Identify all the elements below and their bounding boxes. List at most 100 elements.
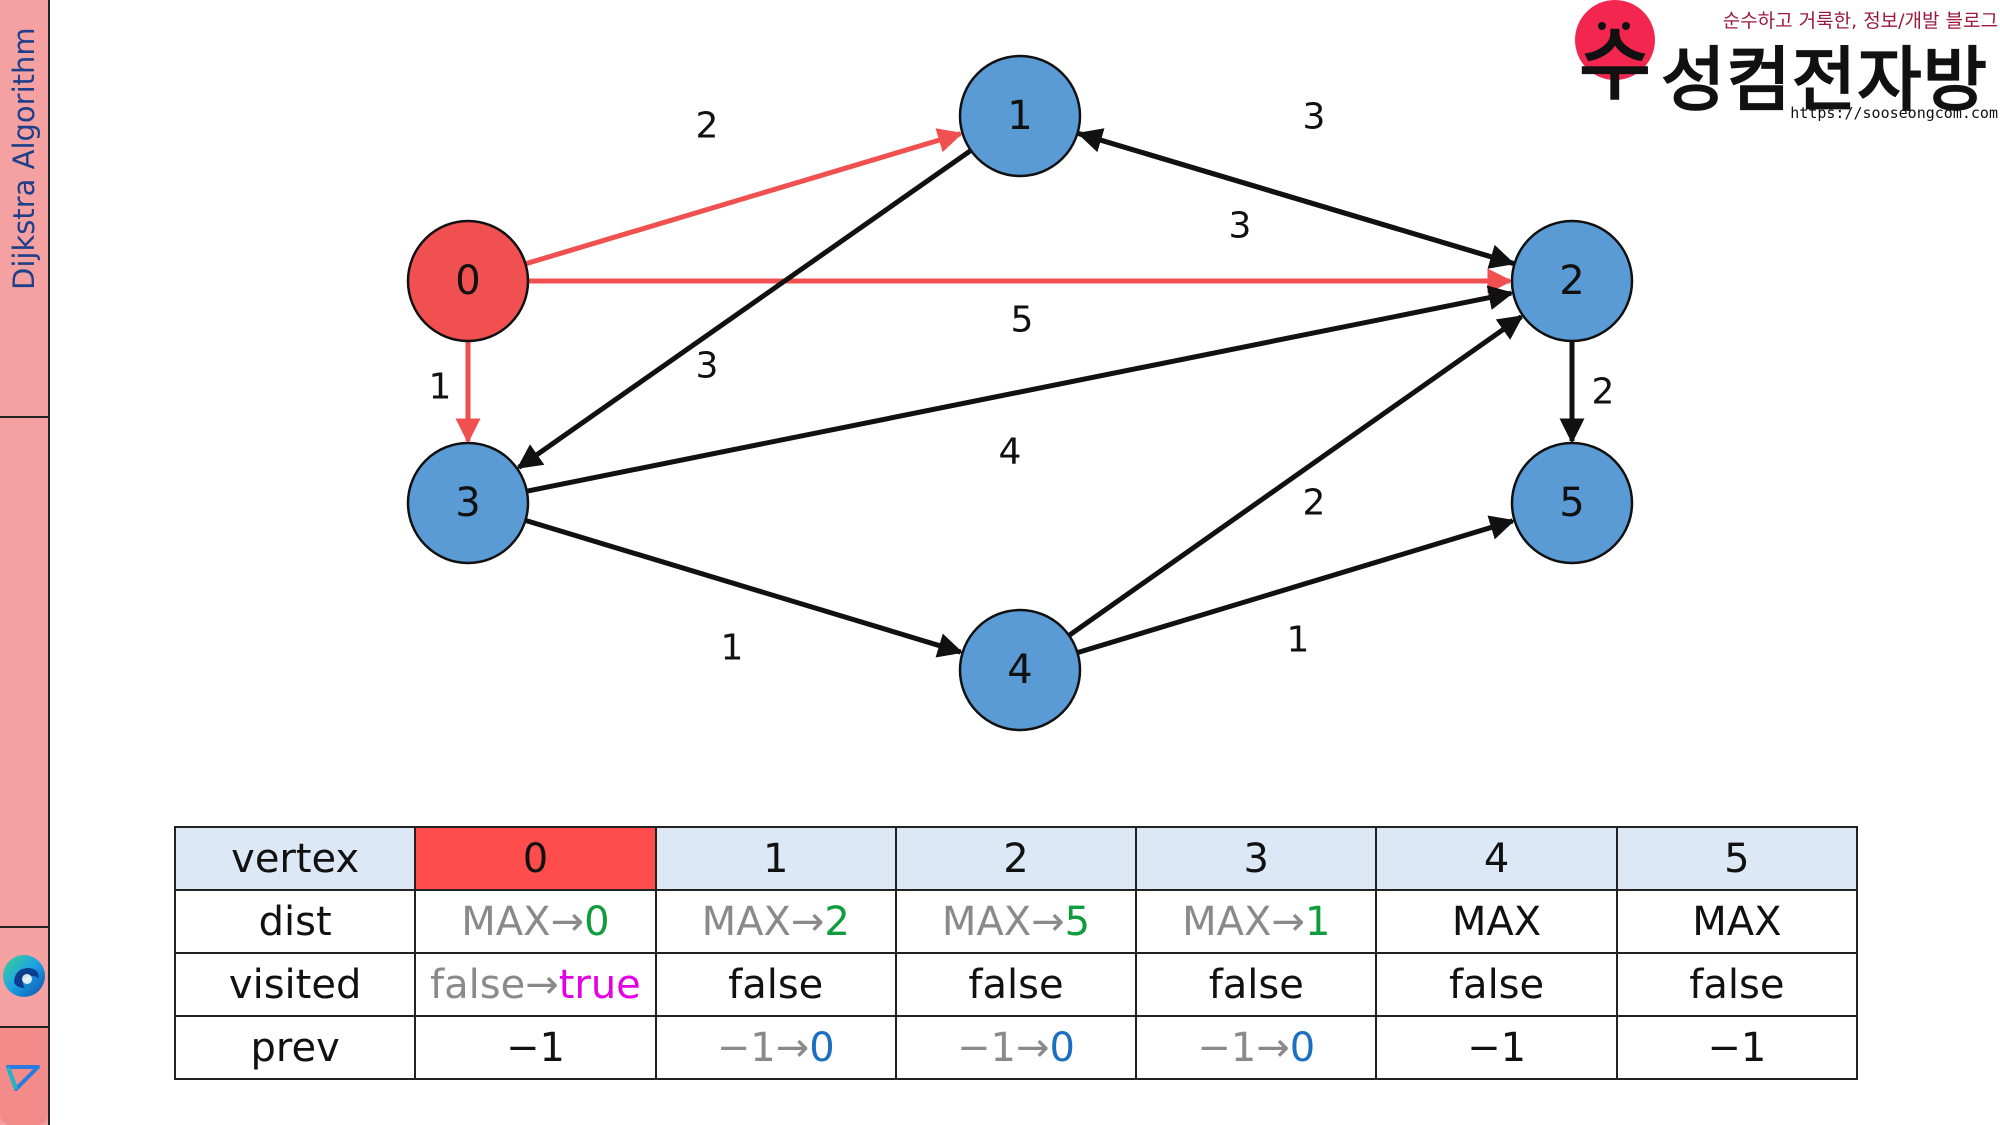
- vertex-cell-0: 0: [414, 826, 657, 891]
- node-label-0: 0: [455, 258, 480, 304]
- dist-cell-0: MAX→0: [414, 889, 657, 954]
- edge-browser-icon[interactable]: [0, 926, 48, 1028]
- brand-tagline: 순수하고 거룩한, 정보/개발 블로그: [1722, 10, 1998, 32]
- edge-weight-2-1: 3: [1229, 206, 1252, 247]
- row-label-vertex: vertex: [173, 826, 417, 891]
- node-5: 5: [1510, 441, 1634, 565]
- logo-letter: 수: [1579, 21, 1651, 111]
- graph-diagram: 2 5 1 3 3 3 4 2 1 2 10 1 2 3 4 5: [406, 54, 1634, 732]
- dist-new-0: 0: [584, 898, 610, 945]
- edge-1-3: [516, 148, 973, 470]
- visited-cell-1: false: [654, 952, 897, 1017]
- edge-weight-0-3: 1: [429, 367, 452, 408]
- dist-cell-5: MAX: [1615, 889, 1859, 954]
- edge-3-4: [524, 517, 964, 658]
- node-circle-1: [958, 54, 1082, 178]
- edge-3-2: [526, 285, 1514, 494]
- edge-weight-4-2: 2: [1303, 483, 1326, 524]
- node-circle-5: [1510, 441, 1634, 565]
- dist-cell-1: MAX→2: [654, 889, 897, 954]
- visited-cell-2: false: [894, 952, 1138, 1017]
- dist-arrow-1: →: [790, 898, 825, 945]
- dist-old-2: MAX: [941, 898, 1032, 945]
- visited-new-0: true: [558, 961, 641, 1008]
- nodes-layer: 0 1 2 3 4 5: [406, 54, 1634, 732]
- dist-arrow-2: →: [1031, 898, 1065, 945]
- node-circle-4: [958, 608, 1082, 732]
- dist-new-3: 1: [1304, 898, 1331, 945]
- dist-old-1: MAX: [701, 898, 791, 945]
- brand-header: 수 순수하고 거룩한, 정보/개발 블로그 성컴전자방 https://soos…: [1565, 0, 2000, 130]
- dist-new-1: 2: [824, 898, 850, 945]
- vertex-cell-4: 4: [1375, 826, 1618, 891]
- edge-2-1: [1077, 128, 1516, 267]
- vertex-cell-5: 5: [1615, 826, 1859, 891]
- dist-arrow-3: →: [1271, 898, 1305, 945]
- visited-cell-0: false→true: [414, 952, 657, 1017]
- edge-weight-4-5: 1: [1287, 620, 1310, 661]
- row-label-dist: dist: [173, 889, 417, 954]
- table-row-vertex: vertex 0 1 2 3 4 5: [173, 826, 1859, 891]
- visited-cell-3: false: [1135, 952, 1378, 1017]
- node-label-4: 4: [1007, 647, 1032, 693]
- dist-arrow-0: →: [550, 898, 585, 945]
- visited-old-0: false: [430, 961, 526, 1008]
- node-label-1: 1: [1007, 93, 1032, 139]
- node-4: 4: [958, 608, 1082, 732]
- prev-arrow-3: →: [1256, 1024, 1290, 1071]
- table-row-visited: visited false→true false false false fal…: [173, 952, 1859, 1017]
- prev-new-3: 0: [1289, 1024, 1316, 1071]
- prev-new-2: 0: [1049, 1024, 1075, 1071]
- sidebar-title-section: Dijkstra Algorithm: [0, 0, 48, 418]
- vertex-cell-2: 2: [894, 826, 1138, 891]
- node-circle-3: [406, 441, 530, 565]
- table-row-dist: dist MAX→0 MAX→2 MAX→5 MAX→1 MAX MAX: [173, 889, 1859, 954]
- dist-old-0: MAX: [461, 898, 551, 945]
- app-launcher-icon[interactable]: [0, 1028, 48, 1125]
- node-3: 3: [406, 441, 530, 565]
- node-label-5: 5: [1559, 480, 1584, 526]
- prev-cell-5: −1: [1615, 1015, 1859, 1080]
- edge-weight-1-3: 3: [696, 346, 719, 387]
- vertex-cell-3: 3: [1135, 826, 1378, 891]
- sidebar: Dijkstra Algorithm: [0, 0, 50, 1125]
- dist-cell-4: MAX: [1375, 889, 1618, 954]
- vertex-cell-1: 1: [654, 826, 897, 891]
- edge-weight-3-4: 1: [721, 628, 744, 669]
- edge-weight-3-2: 4: [999, 432, 1022, 473]
- prev-old-3: −1: [1197, 1024, 1257, 1071]
- node-2: 2: [1510, 219, 1634, 343]
- edge-0-1: [524, 128, 963, 267]
- row-label-prev: prev: [173, 1015, 417, 1080]
- edge-4-5: [1076, 515, 1516, 656]
- edge-weight-0-2: 5: [1011, 300, 1034, 341]
- node-0: 0: [406, 219, 530, 343]
- smiley-logo-icon: 수: [1575, 0, 1655, 111]
- dist-cell-2: MAX→5: [894, 889, 1138, 954]
- brand-url[interactable]: https://sooseongcom.com: [1790, 104, 1998, 122]
- prev-old-1: −1: [716, 1024, 776, 1071]
- sidebar-spacer: [0, 416, 48, 928]
- prev-cell-4: −1: [1375, 1015, 1618, 1080]
- node-circle-0: [406, 219, 530, 343]
- prev-arrow-2: →: [1015, 1024, 1050, 1071]
- prev-cell-1: −1→0: [654, 1015, 897, 1080]
- visited-cell-5: false: [1615, 952, 1859, 1017]
- edge-weight-0-1: 2: [696, 106, 719, 147]
- node-1: 1: [958, 54, 1082, 178]
- visited-cell-4: false: [1375, 952, 1618, 1017]
- edge-weight-2-5: 2: [1592, 372, 1615, 413]
- dist-cell-3: MAX→1: [1135, 889, 1378, 954]
- prev-arrow-1: →: [775, 1024, 810, 1071]
- prev-cell-3: −1→0: [1135, 1015, 1378, 1080]
- prev-cell-0: −1: [414, 1015, 657, 1080]
- table-row-prev: prev −1 −1→0 −1→0 −1→0 −1 −1: [173, 1015, 1859, 1080]
- row-label-visited: visited: [173, 952, 417, 1017]
- dist-old-3: MAX: [1182, 898, 1272, 945]
- dist-new-2: 5: [1064, 898, 1091, 945]
- prev-cell-2: −1→0: [894, 1015, 1138, 1080]
- visited-arrow-0: →: [525, 961, 559, 1008]
- node-label-2: 2: [1559, 258, 1584, 304]
- dijkstra-state-table: vertex 0 1 2 3 4 5 dist MAX→0 MAX→2 MAX→…: [173, 826, 1859, 1080]
